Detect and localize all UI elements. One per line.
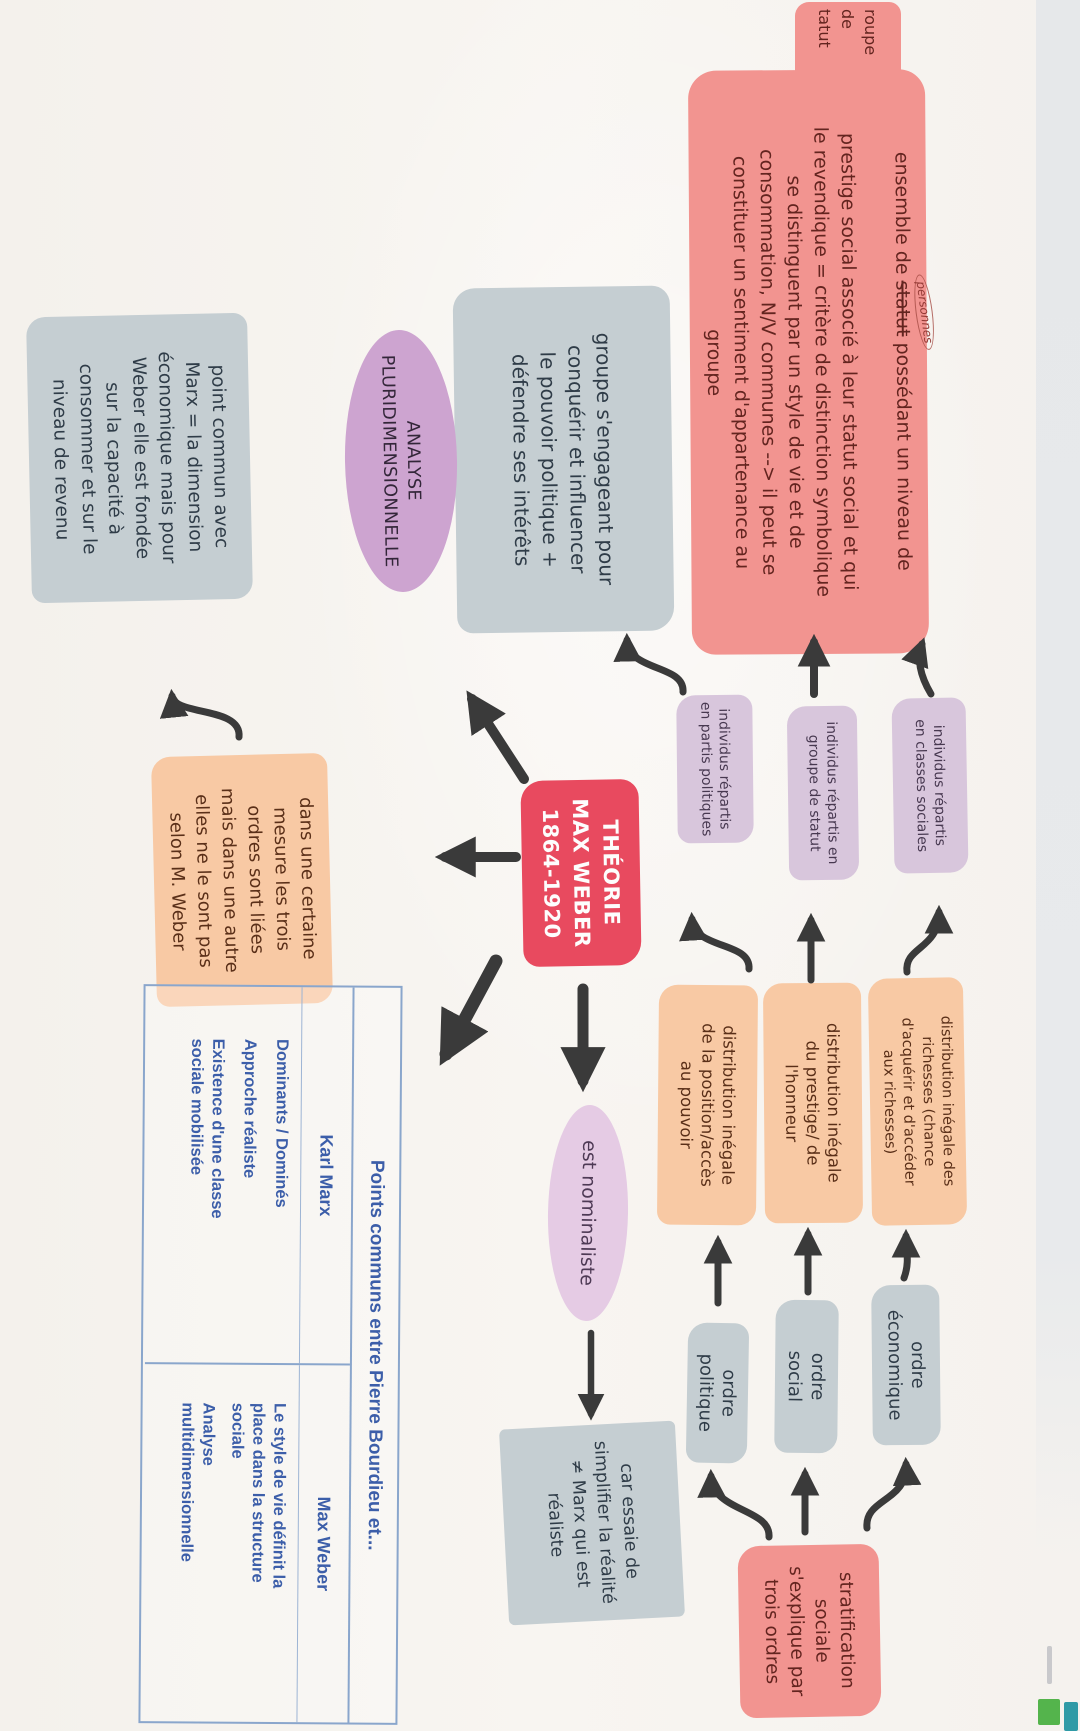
arrow-theorie-to-analyse <box>466 690 529 784</box>
karl-marx-item: Dominants / Dominés <box>272 1039 292 1208</box>
unequal-distribution-power-box: distribution inégale de la position/accè… <box>656 984 759 1226</box>
three-orders-linked-note: dans une certaine mesure les trois ordre… <box>150 752 334 1008</box>
green-corner-mark <box>1038 1699 1060 1725</box>
arrow-distribution-pouvoir-to-partis <box>679 911 753 973</box>
column-header-karl-marx: Karl Marx <box>298 987 353 1364</box>
analyse-pluridimensionnelle-ellipse: ANALYSE PLURIDIMENSIONNELLE <box>342 329 460 593</box>
arrow-classes-to-definition <box>901 637 935 698</box>
teal-corner-mark <box>1064 1702 1078 1731</box>
gray-corner-mark <box>1047 1646 1052 1684</box>
comparison-table: Points communs entre Pierre Bourdieu et.… <box>138 984 403 1725</box>
arrow-stratification-to-ordre-politique <box>697 1468 773 1541</box>
individuals-status-group-box: individus répartis en groupe de statut <box>786 705 860 881</box>
simplify-reality-note: car essaie de simplifier la réalité ≠ Ma… <box>498 1420 686 1626</box>
theorie-max-weber-node: THÉORIE MAX WEBER 1864-1920 <box>520 778 642 968</box>
arrow-partis-to-groupe-politique <box>613 632 687 696</box>
nominalist-ellipse: est nominaliste <box>546 1104 630 1322</box>
definition-body: prestige social associé à leur statut so… <box>703 126 863 598</box>
unequal-distribution-wealth-box: distribution inégale des richesses (chan… <box>867 977 968 1226</box>
arrow-theorie-to-table <box>439 954 503 1066</box>
column-header-max-weber: Max Weber <box>296 1365 350 1723</box>
arrow-trois-ordres-to-point-commun <box>159 688 243 741</box>
political-group-note: groupe s'engageant pour conquérir et inf… <box>452 285 675 634</box>
karl-marx-item: Existence d'une classe sociale mobilisée <box>187 1038 228 1219</box>
max-weber-item: Le style de vie définit la place dans la… <box>228 1402 289 1589</box>
economic-order-box: ordre économique <box>871 1284 941 1446</box>
social-stratification-note: stratification sociale s'explique par tr… <box>737 1543 882 1719</box>
column-karl-marx: Karl Marx Dominants / Dominés Approche r… <box>144 986 353 1366</box>
individuals-social-classes-box: individus répartis en classes sociales <box>891 697 969 874</box>
column-max-weber: Max Weber Le style de vie définit la pla… <box>142 1364 350 1723</box>
arrow-stratification-to-ordre-economique <box>863 1456 922 1532</box>
common-point-with-marx-note: point commun avec Marx = la dimension éc… <box>26 312 253 604</box>
social-order-box: ordre social <box>774 1299 839 1454</box>
page-edge-shadow <box>1036 0 1080 1560</box>
karl-marx-item: Approche réaliste <box>240 1038 260 1179</box>
max-weber-item: Analyse multidimensionnelle <box>177 1402 218 1563</box>
scribbled-correction: personnes <box>911 273 939 352</box>
table-title: Points communs entre Pierre Bourdieu et.… <box>347 987 401 1723</box>
political-order-box: ordre politique <box>685 1322 750 1464</box>
arrow-distribution-richesses-to-classes <box>903 904 954 976</box>
status-note-tab-text: roupe de tatut <box>815 9 881 56</box>
unequal-distribution-prestige-box: distribution inégale du prestige/ de l'h… <box>762 982 864 1224</box>
struck-word: statut <box>891 280 915 337</box>
individuals-parties-box: individus répartis en partis politiques <box>676 694 754 844</box>
arrow-ordre-economique-to-distribution-richesses <box>891 1228 921 1282</box>
